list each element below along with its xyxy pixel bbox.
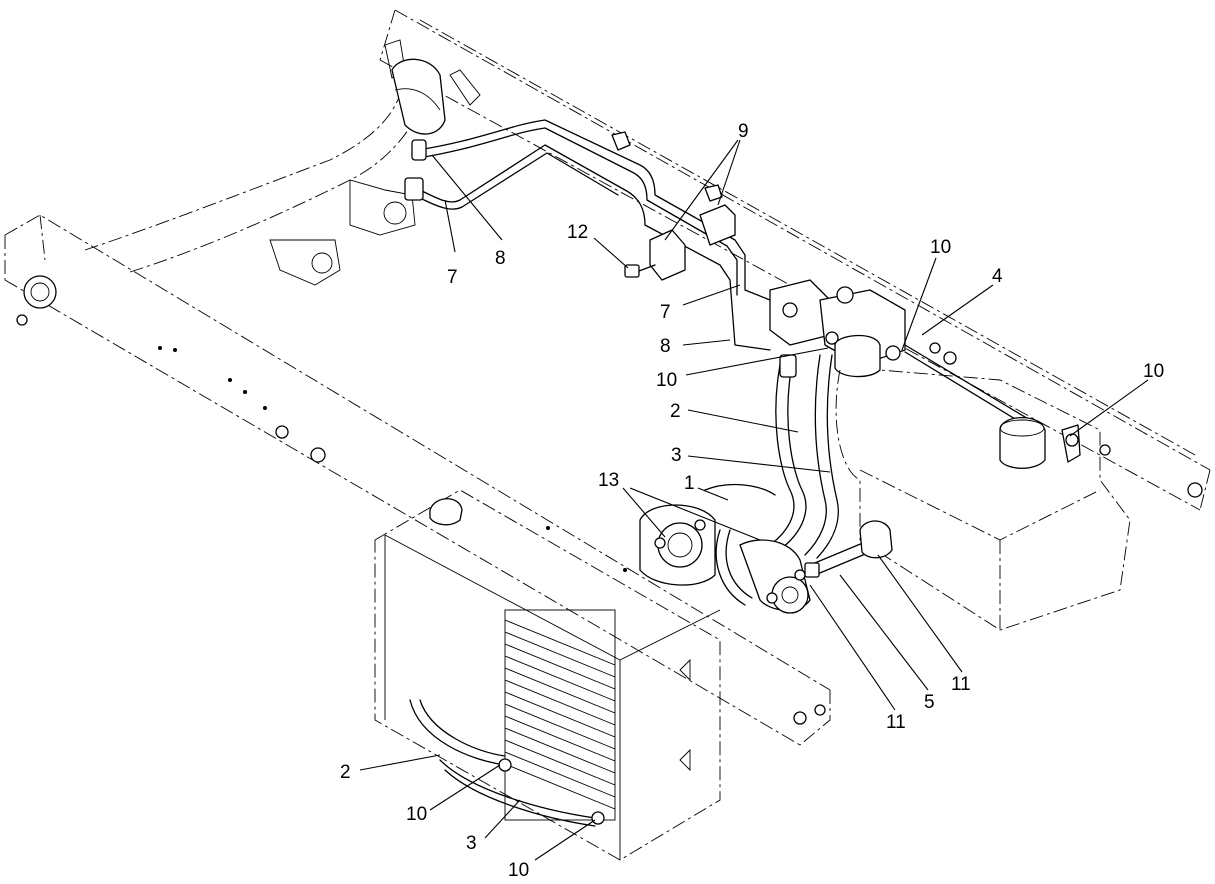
tube-5: [804, 520, 893, 578]
front-frame-rail: [4, 214, 831, 746]
callout-5: 5: [924, 692, 935, 713]
callout-7-left: 7: [447, 267, 458, 288]
callout-13: 13: [598, 470, 619, 491]
callout-10-valve: 10: [656, 370, 677, 391]
hydraulic-tank: [835, 369, 1131, 631]
leader-lines: [359, 139, 1149, 861]
hydraulic-tubes-7-8: [404, 119, 771, 351]
callout-10-cooler-a: 10: [406, 804, 427, 825]
callout-2-upper: 2: [670, 401, 681, 422]
callout-3-lower: 3: [466, 833, 477, 854]
mounting-brackets: [269, 69, 481, 286]
callout-3-upper: 3: [671, 445, 682, 466]
callout-12: 12: [567, 222, 588, 243]
callout-2-lower: 2: [340, 762, 351, 783]
tube-clamp-bracket: [611, 131, 736, 281]
valve-block: [769, 279, 1031, 429]
cross-tube: [84, 58, 446, 273]
callout-4: 4: [992, 266, 1003, 287]
callout-labels: 9 12 10 4 7 8 7 8 10 10 2 3 13 1 5 11 11…: [340, 121, 1164, 881]
callout-9: 9: [738, 121, 749, 142]
callout-11-left: 11: [886, 712, 906, 733]
callout-8-left: 8: [495, 248, 506, 269]
callout-10-top: 10: [930, 237, 951, 258]
pump-assembly: [639, 504, 811, 614]
hose-1: [704, 483, 776, 606]
callout-8-right: 8: [660, 336, 671, 357]
callout-7-right: 7: [660, 302, 671, 323]
bolt-12: [624, 264, 656, 278]
callout-10-cooler-b: 10: [508, 860, 529, 881]
callout-11-right: 11: [951, 674, 971, 695]
callout-1: 1: [684, 473, 695, 494]
hoses-2-3: [769, 354, 839, 559]
oil-cooler: [374, 489, 721, 861]
callout-10-tank: 10: [1143, 361, 1164, 382]
